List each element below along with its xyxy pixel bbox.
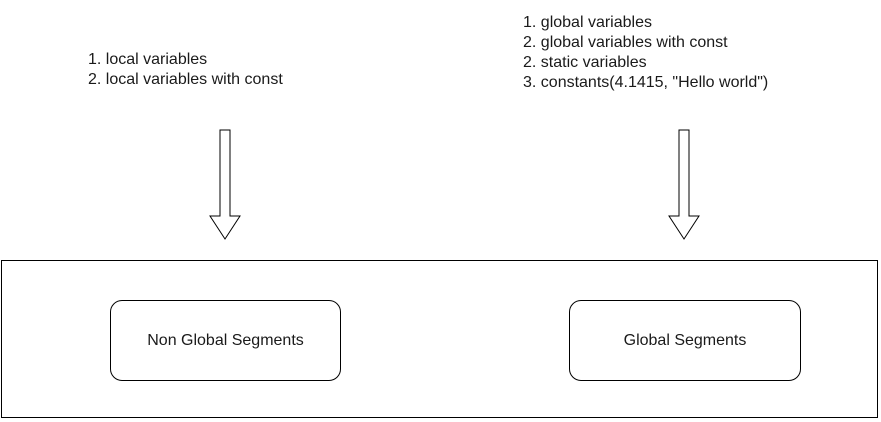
down-arrow-icon xyxy=(209,129,241,240)
note-line: 2. local variables with const xyxy=(88,71,283,88)
segment-label: Global Segments xyxy=(623,331,747,349)
down-arrow-icon xyxy=(668,129,700,240)
local-variables-note: 1. local variables 2. local variables wi… xyxy=(88,50,283,90)
note-line: 3. constants(4.1415, "Hello world") xyxy=(523,74,769,91)
non-global-segments-box: Non Global Segments xyxy=(110,300,341,381)
note-line: 2. global variables with const xyxy=(523,34,728,51)
global-variables-note: 1. global variables 2. global variables … xyxy=(523,13,768,93)
note-line: 1. global variables xyxy=(523,14,652,31)
global-segments-box: Global Segments xyxy=(569,300,801,381)
segment-label: Non Global Segments xyxy=(147,331,304,349)
memory-container xyxy=(1,260,878,418)
note-line: 2. static variables xyxy=(523,54,647,71)
note-line: 1. local variables xyxy=(88,51,208,68)
